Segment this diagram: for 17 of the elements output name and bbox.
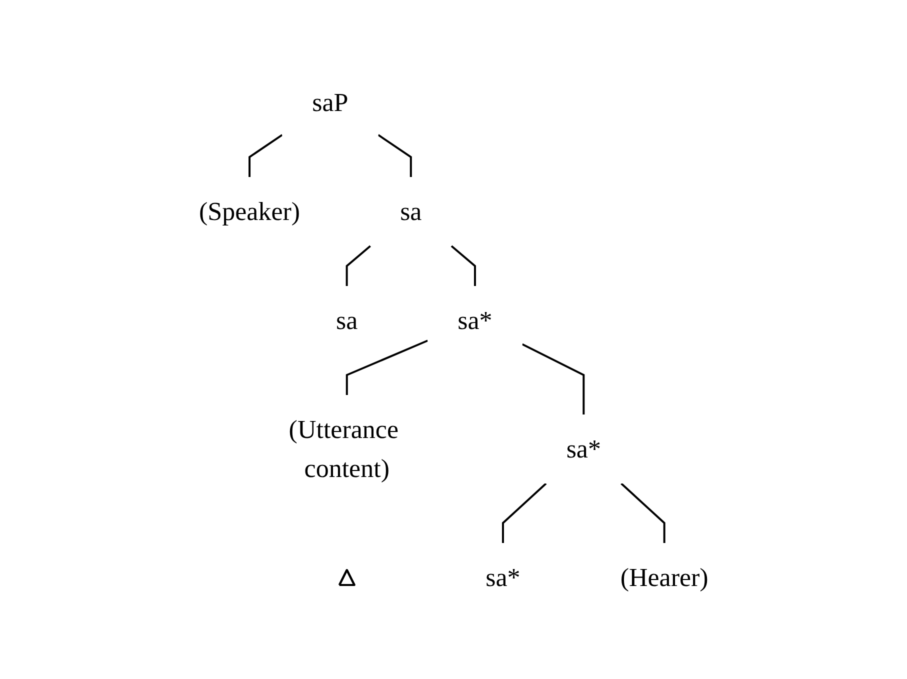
connector <box>522 342 584 414</box>
node-text: sa* <box>566 434 601 463</box>
connector <box>346 339 428 394</box>
node-text: sa <box>400 196 422 226</box>
node-text: saP <box>312 88 348 116</box>
connector <box>502 482 547 542</box>
node-text: sa* <box>457 306 492 334</box>
connector <box>620 482 666 542</box>
node-text: (Hearer) <box>620 562 708 592</box>
connector <box>378 134 412 176</box>
connector <box>346 244 371 286</box>
connector <box>450 244 476 286</box>
node-text: sa <box>336 306 358 334</box>
connector <box>248 134 283 176</box>
node-text: sa* <box>485 562 520 592</box>
node-text: (Utterance content) <box>288 414 398 482</box>
node-text: (Speaker) <box>198 196 300 226</box>
